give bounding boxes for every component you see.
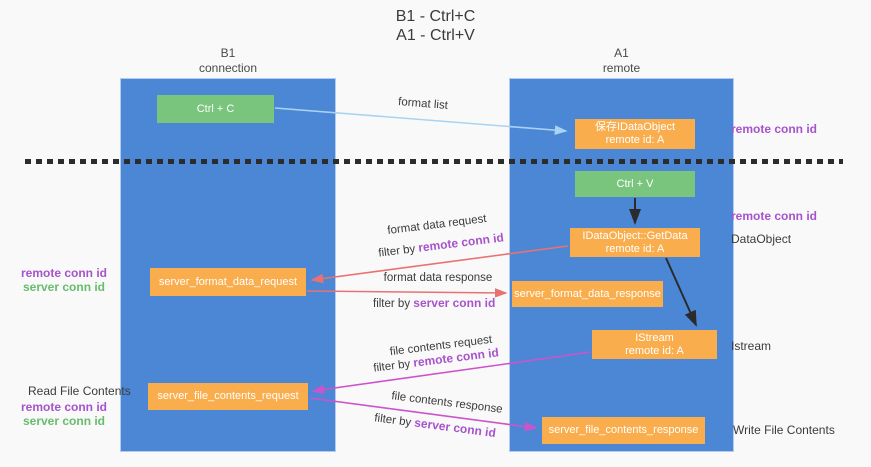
server-file-contents-response-label: server_file_contents_response	[548, 424, 699, 436]
server-format-data-request-node: server_format_data_request	[150, 268, 306, 296]
filter-by-prefix: filter by	[373, 298, 414, 310]
file-contents-response-label: file contents response	[390, 390, 504, 416]
server-format-data-response-label: server_format_data_response	[514, 287, 661, 300]
remote-conn-id-label-mid-right: remote conn id	[731, 209, 818, 223]
column-b1-name: B1	[220, 46, 236, 60]
left-mid-conn-id-labels: remote conn id server conn id	[16, 266, 112, 294]
server-conn-id-key: server conn id	[413, 296, 496, 310]
format-data-response-label: format data response	[383, 272, 493, 284]
machine-boundary-dashed-line	[25, 159, 843, 164]
istream-side-label: Istream	[731, 339, 772, 353]
istream-line2: remote id: A	[625, 344, 684, 357]
format-data-response-filter-label: filter by server conn id	[373, 296, 496, 310]
server-conn-id-key: server conn id	[413, 415, 497, 441]
server-conn-id-label-left-bottom: server conn id	[22, 414, 106, 428]
remote-conn-id-label-top-right: remote conn id	[731, 122, 818, 136]
idataobject-getdata-node: IDataObject::GetData remote id: A	[570, 228, 700, 257]
filter-by-prefix: filter by	[372, 357, 415, 375]
format-list-arrow-label: format list	[397, 96, 449, 112]
column-header-a1: A1 remote	[509, 46, 734, 76]
column-a1-subtitle: remote	[602, 61, 641, 75]
title-line-1: B1 - Ctrl+C	[395, 8, 476, 25]
column-a1-name: A1	[614, 46, 629, 60]
save-dataobject-line2: remote id: A	[605, 134, 665, 146]
remote-conn-id-label-left-bottom: remote conn id	[20, 400, 107, 414]
server-format-data-response-node: server_format_data_response	[512, 281, 663, 307]
write-file-contents-label: Write File Contents	[733, 423, 835, 437]
remote-conn-id-key: remote conn id	[417, 230, 505, 255]
ctrl-v-label: Ctrl + V	[616, 177, 654, 190]
server-conn-id-label-left-mid: server conn id	[22, 280, 106, 294]
read-file-contents-label: Read File Contents	[28, 384, 131, 398]
ctrl-c-node: Ctrl + C	[157, 95, 274, 123]
left-bottom-conn-id-labels: remote conn id server conn id	[16, 400, 112, 428]
ctrl-c-label: Ctrl + C	[196, 102, 235, 115]
server-file-contents-request-node: server_file_contents_request	[148, 383, 308, 410]
getdata-line2: remote id: A	[605, 242, 665, 255]
getdata-line1: IDataObject::GetData	[582, 229, 688, 242]
dataobject-side-label: DataObject	[731, 232, 792, 246]
remote-conn-id-label-left-mid: remote conn id	[20, 266, 107, 280]
filter-by-prefix: filter by	[377, 242, 420, 260]
ctrl-v-node: Ctrl + V	[575, 171, 695, 197]
server-file-contents-request-label: server_file_contents_request	[157, 390, 299, 402]
title-line-2: A1 - Ctrl+V	[396, 27, 475, 44]
save-dataobject-node: 保存IDataObject remote id: A	[575, 119, 695, 149]
diagram-title: B1 - Ctrl+C A1 - Ctrl+V	[0, 7, 871, 45]
format-data-response-arrow	[306, 288, 508, 298]
istream-line1: IStream	[635, 331, 674, 344]
file-contents-response-filter-label: filter by server conn id	[373, 410, 497, 441]
column-header-b1: B1 connection	[120, 46, 336, 76]
column-b1-subtitle: connection	[198, 61, 258, 75]
istream-node: IStream remote id: A	[592, 330, 717, 359]
filter-by-prefix: filter by	[373, 412, 416, 430]
save-dataobject-line1: 保存IDataObject	[594, 121, 676, 133]
server-file-contents-response-node: server_file_contents_response	[542, 417, 705, 444]
server-format-data-request-label: server_format_data_request	[158, 275, 298, 288]
